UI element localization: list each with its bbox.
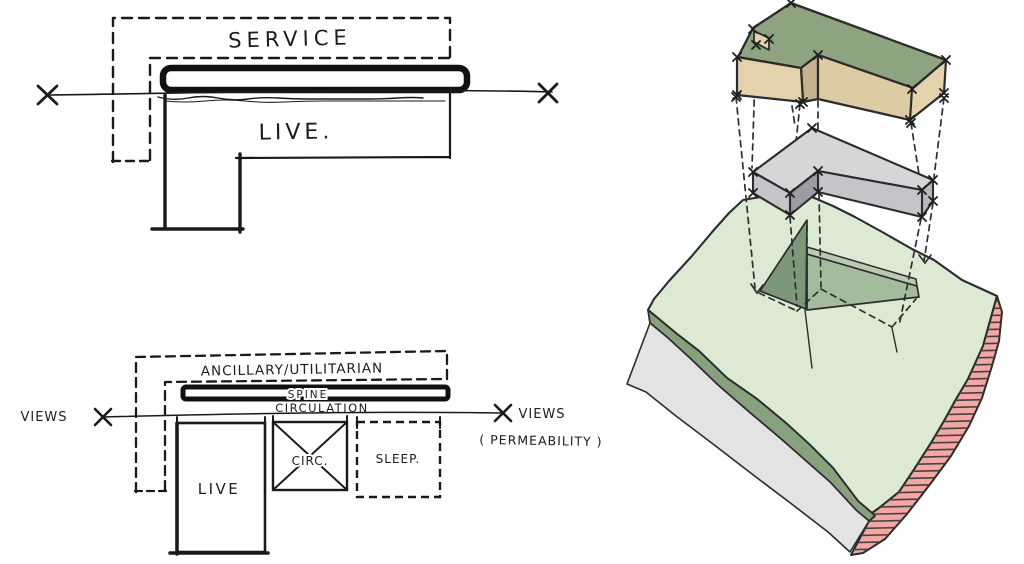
room-sleep-label: SLEEP. xyxy=(376,452,421,466)
service-outer-dashed-outline xyxy=(111,16,452,164)
ancillary-inner-dashed-outline xyxy=(163,377,448,492)
axis-x-mark-right xyxy=(537,82,559,104)
axis-x-mark-left xyxy=(36,84,59,106)
box-corner-ticks xyxy=(176,415,441,429)
circulation-label: CIRCULATION xyxy=(275,401,369,415)
room-circ-box xyxy=(271,420,349,492)
spine-bar-sketch xyxy=(159,64,471,94)
views-x-mark-left xyxy=(93,407,113,427)
spine-label: SPINE xyxy=(288,389,329,401)
live-outline-thin xyxy=(234,86,452,160)
service-label: SERVICE xyxy=(228,25,352,52)
ancillary-label: ANCILLARY/UTILITARIAN xyxy=(201,360,384,379)
ground-squiggle-line-2 xyxy=(164,99,446,103)
view-axis-line xyxy=(47,89,553,96)
views-axis-line xyxy=(102,411,504,418)
roof-volume xyxy=(735,1,948,122)
service-inner-dashed-outline xyxy=(148,56,451,162)
ancillary-outer-dashed-outline xyxy=(134,349,449,494)
path-strip xyxy=(626,322,870,553)
roof-notch-face xyxy=(753,30,770,51)
room-sleep-box xyxy=(355,420,442,499)
corner-tick-marks xyxy=(731,0,951,222)
projection-dashed-lines xyxy=(735,44,945,328)
diagram-plan-concept: ANCILLARY/UTILITARIAN SPINE CIRCULATION … xyxy=(20,349,603,556)
live-label: LIVE. xyxy=(258,119,333,145)
room-circ-cross xyxy=(272,421,348,491)
room-live-label: LIVE xyxy=(198,480,241,498)
room-circ-label: CIRC. xyxy=(292,454,329,468)
diagram-section-concept: SERVICE LIVE. xyxy=(36,16,559,234)
views-x-mark-right xyxy=(493,403,513,423)
ground-squiggle-line xyxy=(157,95,424,101)
views-right-label: VIEWS xyxy=(518,407,565,422)
views-left-label: VIEWS xyxy=(20,410,67,425)
live-outline-thick xyxy=(150,93,245,234)
permeability-label: ( PERMEABILITY ) xyxy=(479,432,602,449)
terrain-crease-lines xyxy=(804,309,898,369)
room-live-thick-edges xyxy=(168,421,270,556)
site-cut-face xyxy=(850,295,1003,556)
spine-bar-sketch-2 xyxy=(180,384,451,402)
slab-volume xyxy=(751,126,935,219)
axon-site-sketch xyxy=(626,0,1003,556)
projection-arrowheads xyxy=(750,254,932,295)
